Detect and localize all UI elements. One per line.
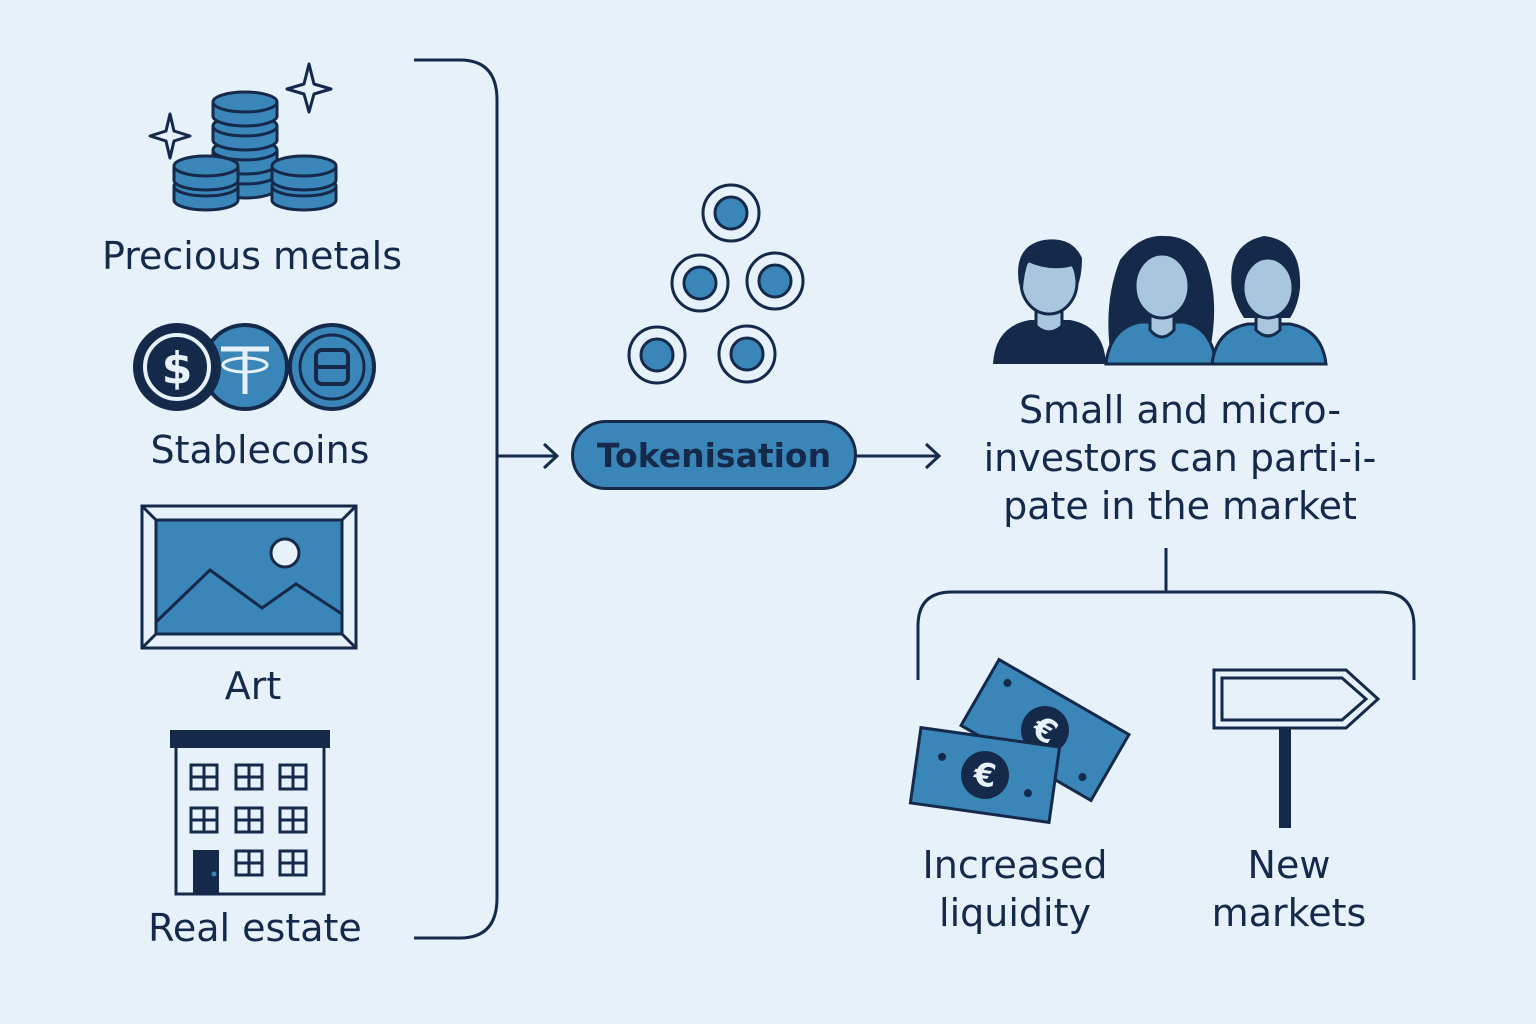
benefit-line: liquidity <box>939 891 1091 935</box>
svg-text:€: € <box>970 754 998 795</box>
stablecoin-coins-icon: $ <box>133 323 376 411</box>
investors-group-icon <box>993 235 1328 366</box>
outcome-text: Small and micro- investors can parti-i- … <box>930 386 1430 530</box>
benefit-line: markets <box>1211 891 1367 935</box>
outcome-line: pate in the market <box>1003 484 1357 528</box>
tokenisation-pill: Tokenisation <box>571 420 857 490</box>
asset-label-stablecoins: Stablecoins <box>150 428 370 472</box>
svg-text:$: $ <box>162 343 193 394</box>
asset-label-real-estate: Real estate <box>148 906 362 950</box>
benefit-line: Increased <box>922 843 1108 887</box>
benefit-line: New <box>1247 843 1331 887</box>
asset-label-art: Art <box>224 664 282 708</box>
outcome-line: investors can parti-i- <box>983 436 1377 480</box>
benefit-label-new-markets: New markets <box>1180 841 1398 937</box>
asset-label-precious-metals: Precious metals <box>101 234 402 278</box>
outcome-line: Small and micro- <box>1018 388 1342 432</box>
euro-banknotes-icon: € € <box>908 657 1132 825</box>
signpost-icon <box>1212 668 1381 828</box>
building-icon <box>170 730 330 896</box>
benefits-bracket <box>916 548 1416 680</box>
coin-stack-icon <box>148 62 338 212</box>
arrow-to-investors <box>857 442 942 470</box>
left-bracket <box>414 58 499 940</box>
framed-picture-icon <box>140 504 358 650</box>
arrow-to-tokenisation <box>497 442 560 470</box>
benefit-label-liquidity: Increased liquidity <box>895 841 1135 937</box>
token-circles-icon <box>627 183 805 385</box>
